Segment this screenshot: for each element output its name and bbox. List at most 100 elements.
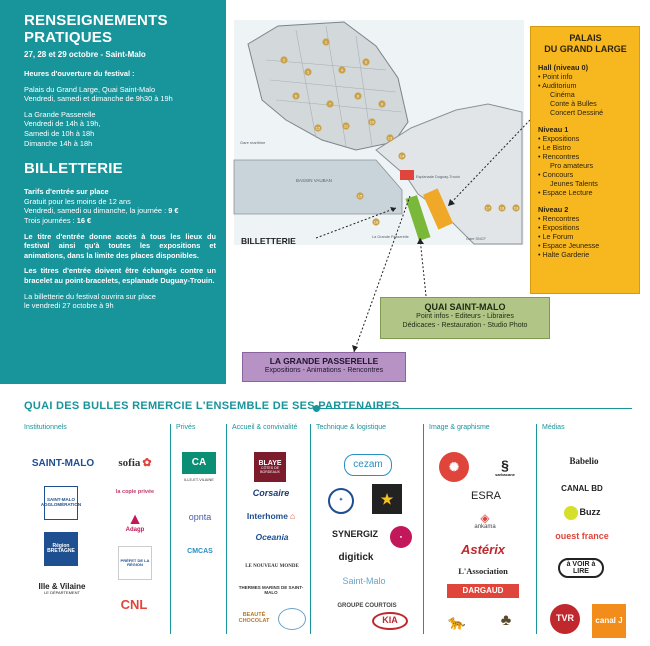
logo-voir-lire: à VOIR à LIRE [558,558,604,578]
niveau2-item: Rencontres [538,214,639,223]
map-marker [372,218,380,226]
passerelle-hours-line2: Samedi de 10h à 18h [24,128,95,138]
map-marker [498,204,506,212]
info-panel: RENSEIGNEMENTS PRATIQUES 27, 28 et 29 oc… [0,0,226,384]
column-separator [170,424,171,634]
opening-hours-block: Heures d'ouverture du festival : Palais … [24,69,216,148]
column-title-accueil: Accueil & convivialité [232,424,298,431]
interhome-house-icon: ⌂ [289,510,296,521]
bracelet-note: Les titres d'entrée doivent être échangé… [24,266,216,285]
logo-corsaire: Corsaire [252,488,290,499]
niveau1-item: Expositions [538,134,639,143]
logo-ouest-france: ouest france [555,531,609,542]
map-marker [338,66,346,74]
gare-sncf-label: Gare SNCF [466,237,487,241]
map-marker-number: 1 [325,40,328,45]
logo-groupe-courtois: GROUPE COURTOIS [337,602,397,609]
logo-esra: ESRA [471,490,501,503]
map-marker [280,56,288,64]
tarif-free: Gratuit pour les moins de 12 ans [24,196,131,206]
partners-section: QUAI DES BULLES REMERCIE L'ENSEMBLE DE S… [0,384,650,646]
bassin-vauban [233,159,403,215]
map-marker [398,152,406,160]
logo-pink-circle: ● [390,526,412,548]
map-marker-number: 14 [400,154,405,159]
logo-beaute-chocolat: BEAUTÉ CHOCOLAT [238,612,270,624]
map-marker-number: 18 [500,206,505,211]
tarif-day: Vendredi, samedi ou dimanche, la journée… [24,206,179,216]
hall-item: Auditorium [538,81,639,90]
logo-l-association: L'Association [458,565,508,576]
pointer-lines [315,119,531,353]
partners-title: QUAI DES BULLES REMERCIE L'ENSEMBLE DE S… [24,400,400,412]
logo-region-bretagne: Région BRETAGNE [44,532,78,566]
map-marker [304,68,312,76]
quai-desc-line2: Dédicaces - Restauration - Studio Photo [402,322,528,329]
access-note: Le titre d'entrée donne accès à tous les… [24,231,216,260]
column-image: Image & graphisme ✺ §sarbacane ESRA ◈ank… [429,424,536,642]
column-institutionnels: Institutionnels SAINT-MALO sofia✿ SAINT-… [24,424,170,642]
adagp-a-icon: ▲ [127,510,143,528]
map-marker [484,204,492,212]
palais-title-line1: PALAIS [569,33,602,43]
map-marker-number: 16 [374,220,379,225]
opening-note-line2: le vendredi 27 octobre à 9h [24,301,114,311]
hall-subitem: Cinéma [550,90,575,99]
palais-title-line2: DU GRAND LARGE [544,44,627,54]
logo-sarbacane: §sarbacane [495,456,515,477]
opening-note-line1: La billetterie du festival ouvrira sur p… [24,291,156,301]
column-separator [536,424,537,634]
map-marker [362,58,370,66]
map-marker-number: 6 [295,94,298,99]
logo-ca-sub: ILLE-ET-VILAINE [184,478,214,482]
quai-title: QUAI SAINT-MALO [424,302,506,312]
map-marker [368,118,376,126]
map-marker-number: 15 [358,194,363,199]
logo-babelio: Babelio [569,456,599,467]
logo-digitick: digitick [338,551,374,563]
map-marker [314,124,322,132]
palais-hours-line1: Palais du Grand Large, Quai Saint-Malo [24,84,156,94]
niveau2-item: Le Forum [538,232,639,241]
map-marker-number: 12 [316,126,321,131]
city-map: BASSIN VAUBAN Gare maritime Esplanade Du… [233,20,531,353]
logo-oceania: Oceania [255,531,289,542]
hall-list: Point info Auditorium Cinéma Conte à Bul… [538,72,639,117]
street-lines [265,25,403,147]
map-marker-number: 7 [329,102,332,107]
logo-interhome: Interhome⌂ [246,510,296,521]
logo-copie-privee: la copie privée [115,489,155,496]
logo-saint-malo-small: Saint-Malo [342,576,386,587]
quai-pointer [419,237,427,297]
logo-prefet: PRÉFET DE LA RÉGION [118,546,152,580]
map-area: BASSIN VAUBAN Gare maritime Esplanade Du… [226,0,650,384]
column-title-medias: Médias [542,424,565,431]
map-marker [378,100,386,108]
buzz-circle-icon [563,506,578,520]
duguay-label: Esplanade Duguay-Trouin [416,175,460,179]
passerelle-small-label: La Grande Passerelle [372,235,409,239]
passerelle-hours-title: La Grande Passerelle [24,109,96,119]
map-marker-number: 13 [388,136,393,141]
logo-star-badge: ★ [372,484,402,514]
passerelle-desc: Expositions - Animations - Rencontres [264,367,384,374]
map-marker-number: 19 [514,206,519,211]
logo-ankama: ◈ankama [474,510,496,531]
map-marker-number: 2 [283,58,286,63]
palais-arrowhead [448,199,455,206]
quai-desc-line1: Point infos - Editeurs - Libraires [416,313,514,320]
tarifs-title: Tarifs d'entrée sur place [24,187,109,197]
column-technique: Technique & logistique cezam ✦ ★ SYNERGI… [316,424,423,642]
partners-divider [316,408,632,409]
logo-tree: ♣ [500,611,512,629]
sarbacane-s-icon: § [501,456,509,473]
logo-cnl: CNL [120,597,148,613]
hours-title: Heures d'ouverture du festival : [24,69,135,78]
grande-passerelle-box: LA GRANDE PASSERELLE Expositions - Anima… [242,352,406,382]
logo-panther: 🐆 [448,613,466,630]
column-medias: Médias Babelio CANAL BD Buzz ouest franc… [542,424,638,642]
info-heading: RENSEIGNEMENTS PRATIQUES [24,12,168,46]
palais-du-grand-large-box: PALAIS DU GRAND LARGE Hall (niveau 0) Po… [530,26,640,294]
niveau1-subitem: Pro amateurs [550,161,594,170]
